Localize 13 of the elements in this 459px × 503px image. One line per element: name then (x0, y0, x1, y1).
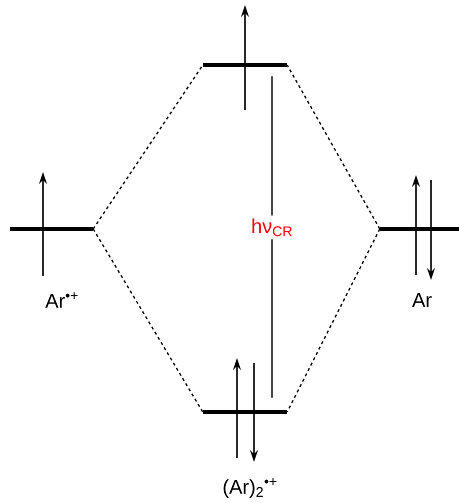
level-label: Ar (412, 293, 432, 307)
energy-level (380, 227, 459, 231)
energy-level (203, 410, 287, 414)
level-label: (Ar)$_{2}$•+ (224, 478, 276, 498)
energy-level (203, 63, 287, 67)
energy-level (10, 227, 93, 231)
connector-line (92, 228, 204, 412)
connector-line (271, 76, 273, 398)
edge-label: hν$_{CR}$ (248, 215, 296, 240)
connector-line (92, 64, 204, 230)
connector-line (286, 228, 380, 412)
level-label: Ar$^{•+}$ (45, 292, 78, 308)
connector-line (286, 64, 380, 230)
